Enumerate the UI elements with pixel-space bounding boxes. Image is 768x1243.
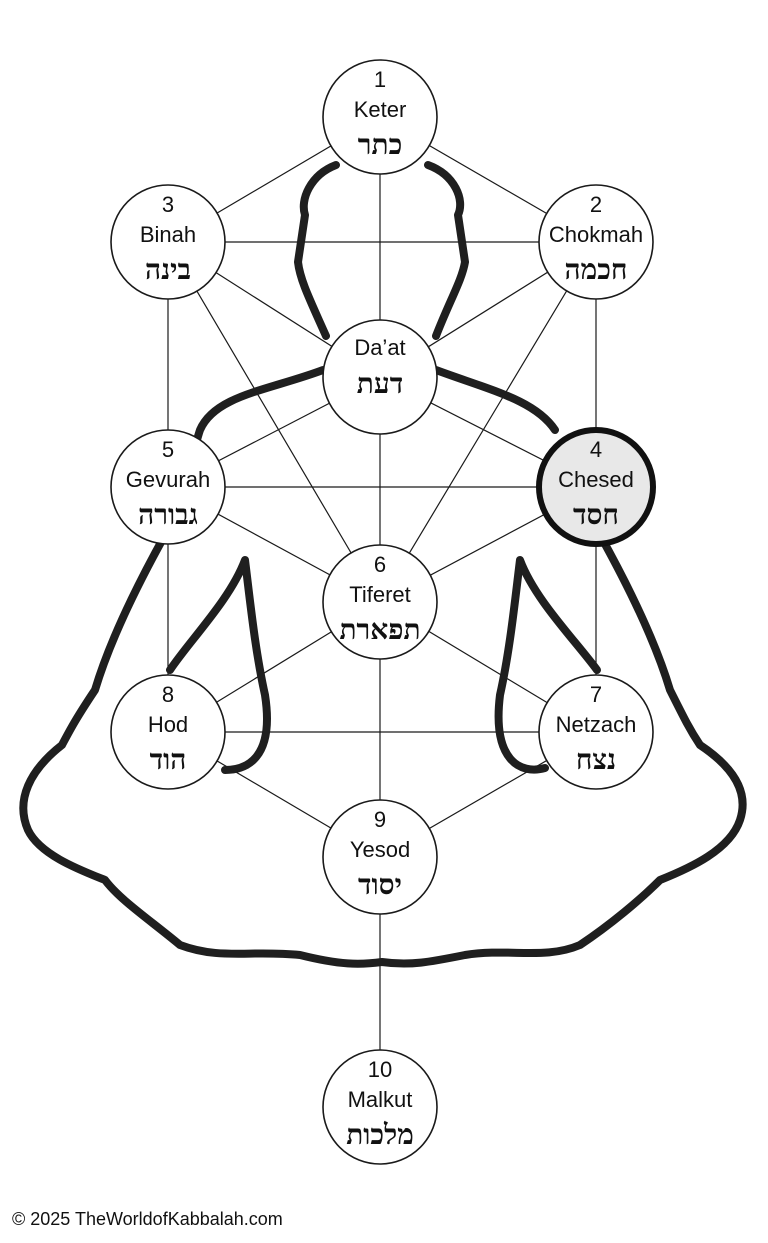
yesod-circle <box>322 799 438 915</box>
netzach-circle <box>538 674 654 790</box>
yesod-name: Yesod <box>350 837 410 862</box>
netzach-number: 7 <box>590 682 602 707</box>
netzach-name: Netzach <box>556 712 637 737</box>
malkut-hebrew: מלכות <box>346 1118 414 1151</box>
malkut-number: 10 <box>368 1057 392 1082</box>
hod-number: 8 <box>162 682 174 707</box>
gevurah-circle <box>110 429 226 545</box>
copyright-notice: © 2025 TheWorldofKabbalah.com <box>12 1209 283 1229</box>
daat-circle <box>322 319 438 435</box>
sefirah-daat: Da’at דעת <box>322 319 438 435</box>
daat-hebrew: דעת <box>357 367 403 400</box>
malkut-circle <box>322 1049 438 1165</box>
keter-number: 1 <box>374 67 386 92</box>
netzach-hebrew: נצח <box>576 743 616 776</box>
chokmah-number: 2 <box>590 192 602 217</box>
binah-name: Binah <box>140 222 196 247</box>
yesod-number: 9 <box>374 807 386 832</box>
chesed-name: Chesed <box>558 467 634 492</box>
malkut-name: Malkut <box>348 1087 413 1112</box>
tiferet-name: Tiferet <box>349 582 411 607</box>
chesed-circle <box>536 427 656 547</box>
daat-name: Da’at <box>354 335 405 360</box>
yesod-hebrew: יסוד <box>358 868 402 901</box>
gevurah-number: 5 <box>162 437 174 462</box>
tiferet-number: 6 <box>374 552 386 577</box>
hod-name: Hod <box>148 712 188 737</box>
chokmah-hebrew: חכמה <box>565 253 628 286</box>
chokmah-circle <box>538 184 654 300</box>
binah-number: 3 <box>162 192 174 217</box>
path-binah-tiferet <box>167 241 381 603</box>
gevurah-name: Gevurah <box>126 467 210 492</box>
keter-hebrew: כתר <box>358 128 403 161</box>
chesed-number: 4 <box>590 437 602 462</box>
chesed-hebrew: חסד <box>573 498 619 531</box>
keter-circle <box>322 59 438 175</box>
chokmah-name: Chokmah <box>549 222 643 247</box>
hod-circle <box>110 674 226 790</box>
binah-hebrew: בינה <box>145 253 191 286</box>
gevurah-hebrew: גבורה <box>138 498 198 531</box>
tiferet-hebrew: תפארת <box>339 613 420 646</box>
keter-name: Keter <box>354 97 407 122</box>
path-chokmah-tiferet <box>379 241 597 603</box>
binah-circle <box>110 184 226 300</box>
meditating-figure-silhouette <box>19 161 747 968</box>
tiferet-circle <box>322 544 438 660</box>
hod-hebrew: הוד <box>150 743 187 776</box>
